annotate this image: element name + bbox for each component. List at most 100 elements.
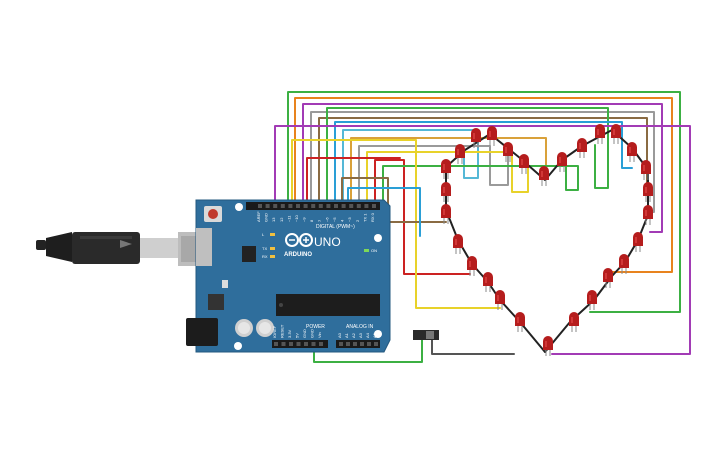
mount-hole bbox=[374, 330, 382, 338]
led[interactable] bbox=[503, 142, 513, 162]
digital-pin-label: 2 bbox=[355, 219, 360, 222]
wire-red[interactable] bbox=[374, 159, 471, 275]
digital-pin[interactable] bbox=[318, 204, 323, 208]
digital-pin[interactable] bbox=[288, 204, 293, 208]
led[interactable] bbox=[543, 336, 553, 356]
digital-pin[interactable] bbox=[280, 204, 285, 208]
digital-pin[interactable] bbox=[364, 204, 369, 208]
led[interactable] bbox=[471, 128, 481, 148]
analog-pin[interactable] bbox=[339, 342, 343, 346]
led[interactable] bbox=[643, 182, 653, 202]
digital-pin[interactable] bbox=[326, 204, 331, 208]
led[interactable] bbox=[441, 204, 451, 224]
analog-pin[interactable] bbox=[367, 342, 371, 346]
power-pin[interactable] bbox=[296, 342, 301, 346]
wire-gray-2[interactable] bbox=[358, 145, 509, 206]
wire-green-2[interactable] bbox=[326, 107, 609, 206]
digital-pin[interactable] bbox=[265, 204, 270, 208]
slide-switch[interactable] bbox=[413, 330, 439, 340]
digital-pin[interactable] bbox=[349, 204, 354, 208]
led-heart bbox=[441, 124, 653, 356]
led[interactable] bbox=[515, 312, 525, 332]
led[interactable] bbox=[611, 124, 621, 144]
wire-brown-2[interactable] bbox=[341, 177, 447, 223]
led[interactable] bbox=[453, 234, 463, 254]
power-pin-label: 3.3V bbox=[287, 329, 292, 338]
power-pin[interactable] bbox=[274, 342, 278, 346]
digital-pin[interactable] bbox=[334, 204, 338, 208]
wire-orange[interactable] bbox=[294, 97, 673, 273]
digital-pin[interactable] bbox=[258, 204, 262, 208]
wire-green-3[interactable] bbox=[382, 159, 579, 206]
digital-pin-label: 13 bbox=[271, 217, 276, 222]
wire-bundle bbox=[274, 91, 691, 363]
led[interactable] bbox=[627, 142, 637, 162]
wire-purple[interactable] bbox=[274, 125, 691, 355]
led[interactable] bbox=[539, 166, 549, 186]
led[interactable] bbox=[633, 232, 643, 252]
digital-pin[interactable] bbox=[303, 204, 308, 208]
digital-pin-label: 8 bbox=[309, 219, 314, 222]
wire-blue[interactable] bbox=[334, 121, 633, 206]
led[interactable] bbox=[643, 205, 653, 225]
power-pin-label: IOREF bbox=[272, 325, 277, 338]
wire-brown[interactable] bbox=[318, 117, 648, 206]
led[interactable] bbox=[441, 159, 451, 179]
wire-cyan[interactable] bbox=[342, 129, 479, 206]
led[interactable] bbox=[487, 126, 497, 146]
led[interactable] bbox=[603, 268, 613, 288]
digital-pin-label: AREF bbox=[256, 211, 261, 222]
analog-pin[interactable] bbox=[360, 342, 364, 346]
led[interactable] bbox=[641, 160, 651, 180]
led[interactable] bbox=[441, 182, 451, 202]
led[interactable] bbox=[595, 124, 605, 144]
analog-pin[interactable] bbox=[374, 342, 378, 346]
power-pin-label: 5V bbox=[295, 333, 300, 338]
led[interactable] bbox=[483, 272, 493, 292]
digital-pin[interactable] bbox=[372, 204, 376, 208]
power-pin[interactable] bbox=[311, 342, 316, 346]
analog-pin-label: A4 bbox=[365, 332, 370, 338]
led[interactable] bbox=[467, 256, 477, 276]
power-pin-label: GND bbox=[302, 329, 307, 338]
analog-pin[interactable] bbox=[353, 342, 357, 346]
power-pin[interactable] bbox=[304, 342, 308, 346]
power-pin[interactable] bbox=[289, 342, 293, 346]
analog-pin[interactable] bbox=[346, 342, 350, 346]
led[interactable] bbox=[619, 254, 629, 274]
power-jack[interactable] bbox=[186, 318, 218, 346]
led[interactable] bbox=[577, 138, 587, 158]
led[interactable] bbox=[455, 144, 465, 164]
wire-green[interactable] bbox=[287, 91, 681, 313]
power-pin[interactable] bbox=[281, 342, 286, 346]
wire-yellow-2[interactable] bbox=[291, 139, 501, 309]
led[interactable] bbox=[569, 312, 579, 332]
analog-header[interactable] bbox=[336, 340, 380, 348]
board-brand: ARDUINO bbox=[284, 252, 312, 258]
led[interactable] bbox=[519, 154, 529, 174]
digital-pin[interactable] bbox=[341, 204, 346, 208]
analog-pin-label: A3 bbox=[358, 332, 363, 338]
wire-yellow[interactable] bbox=[366, 151, 529, 206]
usb-cable[interactable] bbox=[36, 232, 208, 266]
arduino-uno-board[interactable]: UNO ARDUINO DIGITAL (PWM~) POWER ANALOG … bbox=[186, 199, 391, 353]
power-pin[interactable] bbox=[319, 342, 323, 346]
wire-magenta[interactable] bbox=[302, 103, 663, 233]
analog-pin-label: A1 bbox=[344, 332, 349, 338]
wire-red-2[interactable] bbox=[306, 157, 401, 206]
digital-pin[interactable] bbox=[296, 204, 300, 208]
board-model: UNO bbox=[314, 235, 341, 249]
wire-blue-2[interactable] bbox=[347, 187, 421, 237]
wire-gold[interactable] bbox=[350, 137, 547, 206]
led[interactable] bbox=[557, 152, 567, 172]
rx-label: RX bbox=[262, 254, 268, 259]
led[interactable] bbox=[587, 290, 597, 310]
digital-pin[interactable] bbox=[311, 204, 316, 208]
mount-hole bbox=[235, 203, 243, 211]
wire-switch-green[interactable] bbox=[313, 339, 423, 363]
digital-pin-label: 7 bbox=[317, 219, 322, 222]
wire-switch-dark[interactable] bbox=[431, 339, 515, 355]
digital-pin[interactable] bbox=[273, 204, 278, 208]
digital-pin[interactable] bbox=[356, 204, 361, 208]
led[interactable] bbox=[495, 290, 505, 310]
